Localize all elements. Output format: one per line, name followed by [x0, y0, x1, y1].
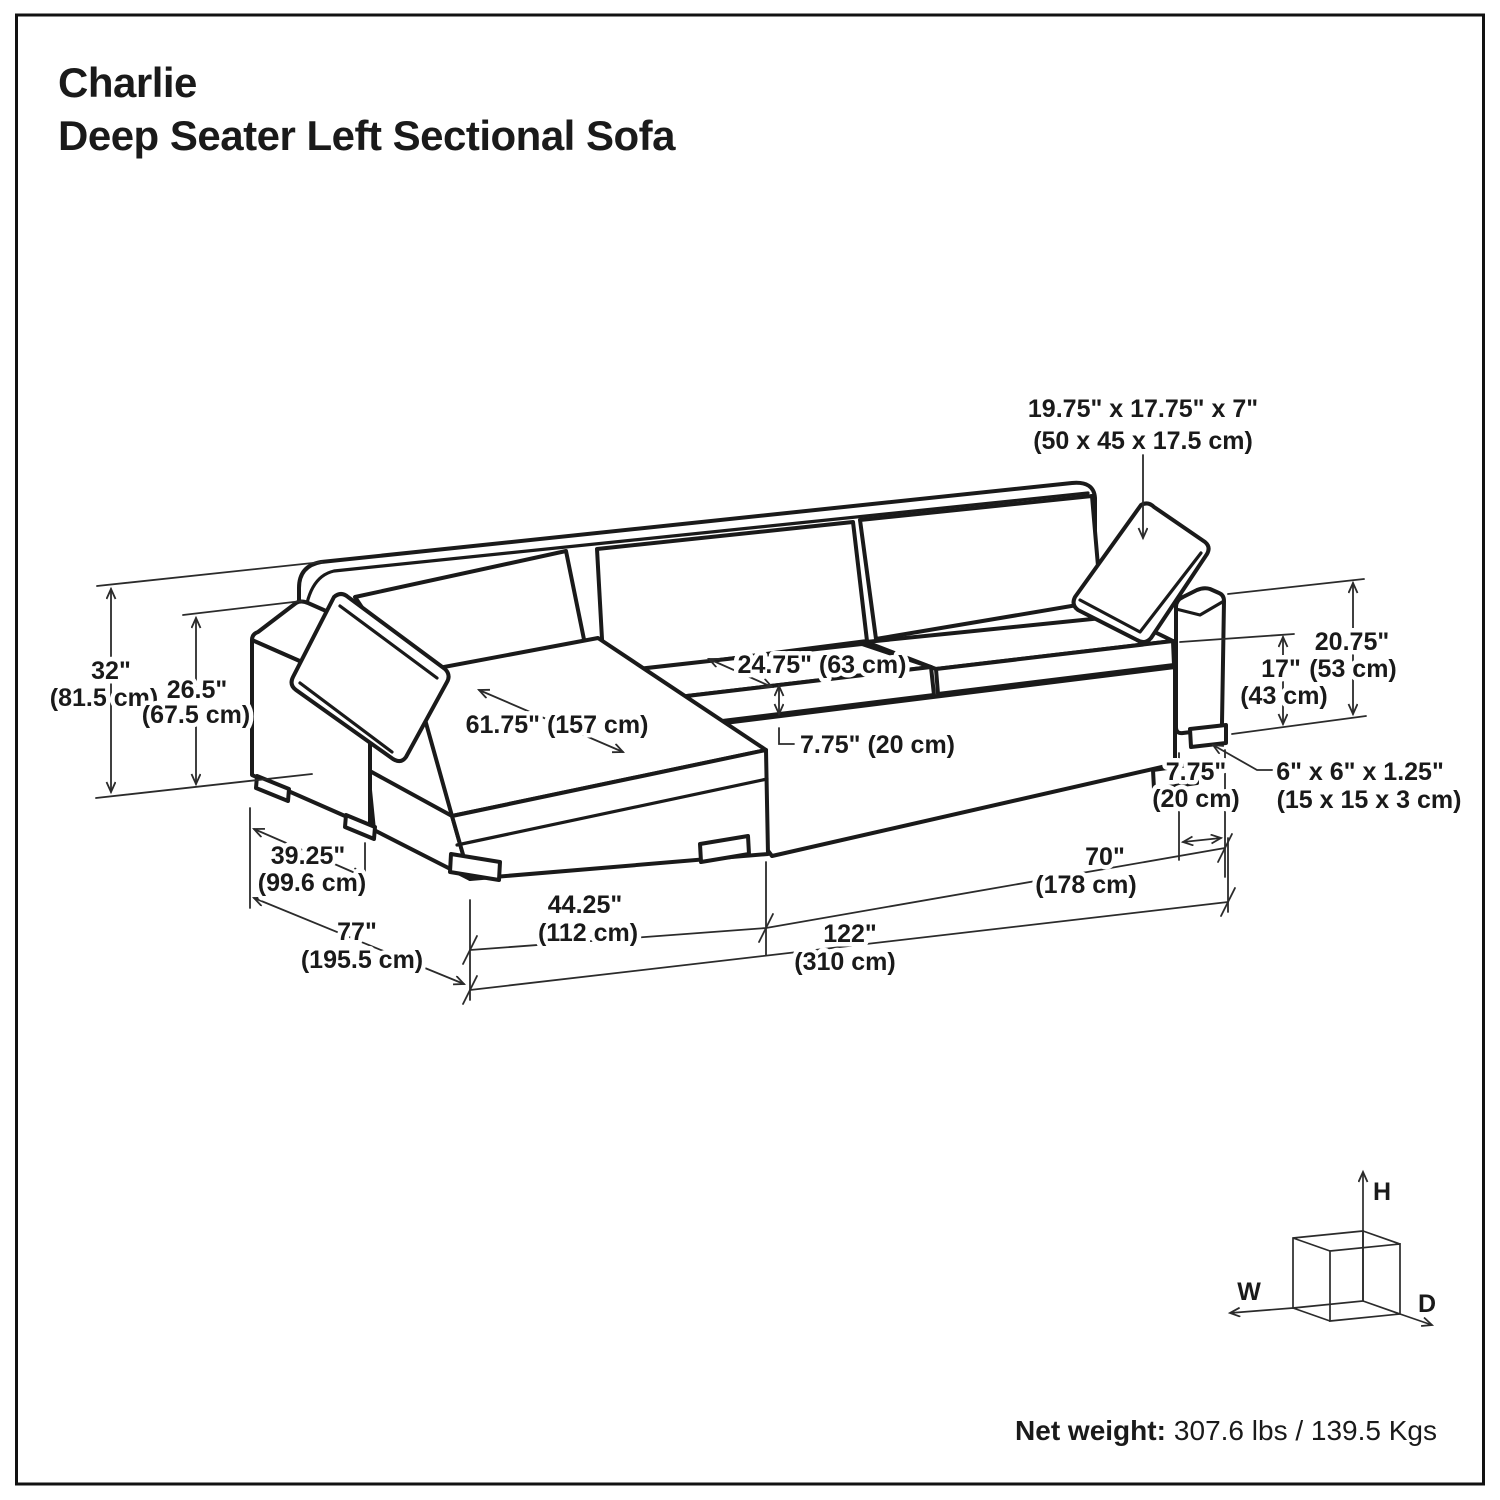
net-weight-label: Net weight:	[1015, 1415, 1166, 1446]
orientation-cube	[1230, 1172, 1432, 1325]
ext-line	[96, 561, 323, 587]
back-cushion-right	[858, 494, 1103, 641]
ext-line	[182, 600, 303, 616]
chaise-base-width-in-label: 44.25"	[548, 891, 622, 919]
seat-height-cm-label: (43 cm)	[1240, 682, 1328, 710]
seat-section-width-in-label: 70"	[1085, 843, 1125, 871]
chaise-seat-length-label: 61.75" (157 cm)	[466, 711, 649, 739]
chaise-width-in-label: 39.25"	[271, 842, 345, 870]
dim-seat-depth-line	[709, 659, 772, 687]
pillow-size-in-label: 19.75" x 17.75" x 7"	[1028, 395, 1258, 423]
chaise-base-width-cm-label: (112 cm)	[538, 919, 638, 947]
product-title-line1: Charlie	[58, 59, 197, 106]
net-weight-text: Net weight: 307.6 lbs / 139.5 Kgs	[1015, 1415, 1437, 1446]
leg-inset-in-label: 7.75"	[1166, 758, 1227, 786]
leg-leader-line	[1213, 745, 1284, 771]
seat-cushion-thickness-label: 7.75" (20 cm)	[800, 731, 955, 759]
overall-height-in-label: 32"	[91, 657, 131, 685]
cube-edge	[1362, 1230, 1401, 1245]
leg-size-cm-label: (15 x 15 x 3 cm)	[1277, 786, 1462, 814]
foot-chaise-back	[343, 813, 377, 841]
page-border	[15, 13, 1485, 1486]
ext-line	[95, 773, 313, 799]
width-axis-line	[1230, 1308, 1294, 1313]
right-arm	[1174, 586, 1226, 736]
overall-width-cm-label: (310 cm)	[794, 948, 895, 976]
dim-chaise-length-line	[479, 690, 623, 752]
ext-line	[1231, 715, 1367, 735]
foot-left-arm	[254, 774, 291, 803]
cube-edge	[1292, 1307, 1331, 1322]
arm-height-cm-label: (53 cm)	[1309, 655, 1397, 683]
left-pillow-seam-top	[338, 604, 439, 680]
seat-section-width-cm-label: (178 cm)	[1035, 871, 1136, 899]
depth-axis-label: D	[1418, 1290, 1436, 1318]
dim-cushion-thickness-bracket	[778, 727, 795, 745]
tick	[758, 913, 774, 943]
left-pillow-seam-bottom	[298, 681, 394, 754]
width-axis-label: W	[1237, 1278, 1261, 1306]
pillow-size-cm-label: (50 x 45 x 17.5 cm)	[1033, 427, 1253, 455]
back-height-in-label: 26.5"	[167, 676, 228, 704]
cube-edge	[1362, 1300, 1401, 1315]
foot-front-right	[1151, 762, 1199, 791]
tick	[1217, 833, 1233, 863]
leg-size-in-label: 6" x 6" x 1.25"	[1276, 758, 1444, 786]
ext-line	[1227, 578, 1365, 595]
sofa-illustration	[250, 480, 1228, 882]
ext-line	[1179, 633, 1295, 643]
foot-chaise-right	[698, 834, 751, 864]
dim-leg-inset-line	[1183, 838, 1221, 842]
product-title-line2: Deep Seater Left Sectional Sofa	[58, 112, 676, 159]
overall-depth-in-label: 77"	[337, 918, 377, 946]
cube-edge	[1292, 1237, 1331, 1252]
right-throw-pillow	[1071, 501, 1211, 645]
tick	[462, 935, 478, 965]
chaise-cushion-seam	[455, 777, 769, 847]
dim-overall-width-line	[469, 901, 1229, 991]
leg-inset-cm-label: (20 cm)	[1152, 785, 1240, 813]
overall-height-cm-label: (81.5 cm)	[50, 684, 158, 712]
back-height-cm-label: (67.5 cm)	[142, 701, 250, 729]
height-axis-label: H	[1373, 1178, 1391, 1206]
foot-right-arm	[1188, 723, 1228, 749]
arm-height-in-label: 20.75"	[1315, 628, 1389, 656]
dimension-lines	[95, 454, 1367, 1005]
tick	[1220, 887, 1236, 917]
right-arm-top-edge	[1174, 599, 1226, 617]
dim-chaise-width-line	[254, 829, 362, 876]
seat-cushion-depth-label: 24.75" (63 cm)	[738, 651, 907, 679]
left-throw-pillow	[289, 592, 451, 764]
overall-width-in-label: 122"	[823, 920, 877, 948]
chaise-width-cm-label: (99.6 cm)	[258, 869, 366, 897]
tick	[462, 975, 478, 1005]
depth-axis-line	[1399, 1313, 1432, 1325]
overall-depth-cm-label: (195.5 cm)	[301, 946, 423, 974]
right-pillow-seam	[1078, 551, 1203, 634]
net-weight-value: 307.6 lbs / 139.5 Kgs	[1174, 1415, 1437, 1446]
seat-height-in-label: 17"	[1261, 655, 1301, 683]
dim-overall-depth-line	[254, 898, 464, 984]
foot-chaise-left	[448, 852, 502, 882]
